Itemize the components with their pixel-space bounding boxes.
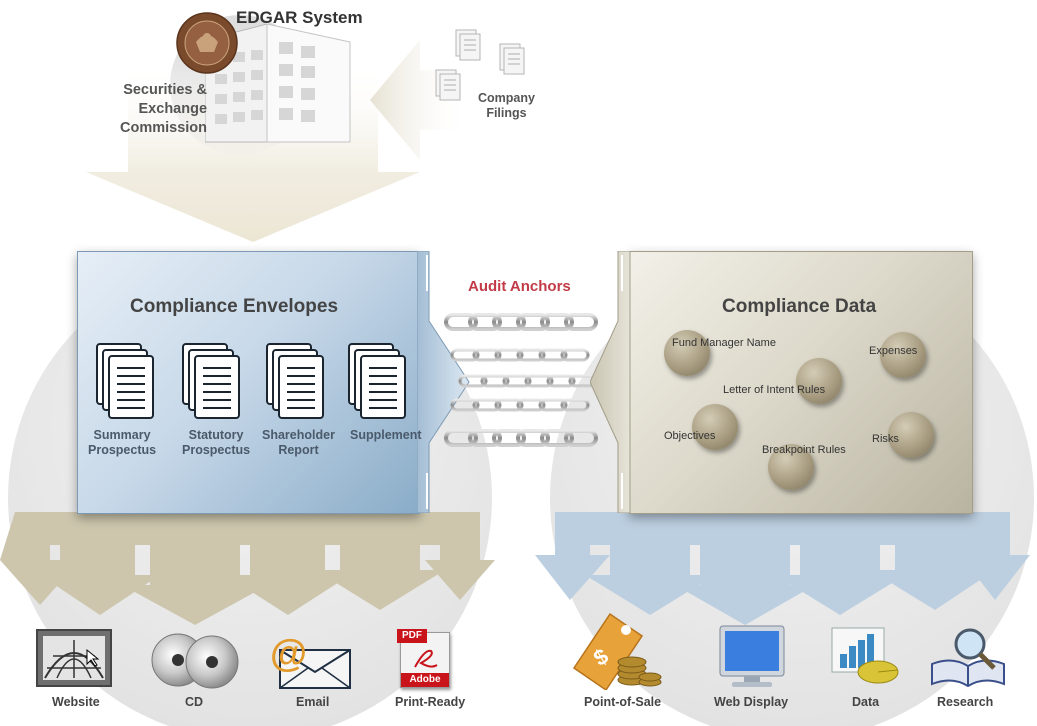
sec-label-line2: Exchange (138, 101, 208, 117)
sec-seal-icon (176, 12, 238, 74)
data-label-fund-manager: Fund Manager Name (672, 337, 776, 349)
adobe-label: Adobe (401, 673, 449, 687)
doc-label-shareholder: Shareholder Report (262, 428, 335, 458)
email-icon: @ (270, 633, 351, 689)
chain-icon (444, 313, 598, 447)
sec-label: Securities & Exchange Commission (120, 81, 207, 138)
chain-row-3 (458, 374, 598, 388)
chain-row-4 (450, 398, 590, 412)
svg-text:@: @ (270, 633, 307, 675)
doc-label-supplement-line1: Supplement (350, 428, 422, 442)
data-panel-notch (590, 251, 631, 513)
left-distribution-arrows (0, 512, 495, 625)
doc-label-statutory-line1: Statutory (188, 428, 244, 442)
doc-label-statutory-line2: Prospectus (182, 443, 251, 457)
filings-label-line1: Company (478, 91, 535, 105)
chart-icon (831, 627, 899, 684)
data-label-objectives: Objectives (664, 430, 716, 442)
company-filings-icon (435, 29, 525, 101)
data-label-expenses: Expenses (869, 345, 918, 357)
audit-anchor-chains (444, 313, 598, 447)
data-label-risks: Risks (872, 433, 899, 445)
doc-label-statutory: Statutory Prospectus (182, 428, 250, 458)
data-node-objectives (692, 404, 738, 450)
doc-label-summary: Summary Prospectus (88, 428, 156, 458)
data-label-breakpoint: Breakpoint Rules (762, 444, 846, 456)
envelopes-arrow-tip (417, 251, 470, 513)
shareholder-report-doc-icon (266, 343, 324, 419)
output-label-email: Email (296, 695, 330, 709)
edgar-title: EDGAR System (236, 8, 363, 27)
supplement-doc-icon (348, 343, 406, 419)
monitor-icon (719, 625, 785, 687)
chain-row-1 (444, 313, 598, 331)
summary-prospectus-doc-icon (96, 343, 154, 419)
audit-anchors-title: Audit Anchors (468, 278, 571, 295)
filings-label: Company Filings (478, 91, 535, 121)
doc-label-summary-line2: Prospectus (88, 443, 157, 457)
data-label-letter-of-intent: Letter of Intent Rules (723, 384, 826, 396)
doc-label-summary-line1: Summary (93, 428, 151, 442)
right-distribution-arrows (535, 512, 1030, 625)
sec-label-line3: Commission (120, 120, 208, 136)
filings-label-line2: Filings (486, 106, 527, 120)
compliance-data-title: Compliance Data (722, 296, 877, 317)
data-node-expenses (880, 332, 926, 378)
output-label-print-ready: Print-Ready (395, 695, 466, 709)
chain-row-2 (450, 348, 590, 362)
output-label-research: Research (937, 695, 994, 709)
price-tag-coins-icon: $ (572, 612, 662, 690)
output-label-point-of-sale: Point-of-Sale (584, 695, 662, 709)
sec-label-line1: Securities & (123, 82, 208, 98)
globe-window-icon (36, 629, 112, 687)
book-magnifier-icon (931, 628, 1005, 688)
cd-icon (151, 633, 239, 689)
chain-row-5 (444, 429, 598, 447)
doc-label-shareholder-line1: Shareholder (262, 428, 335, 442)
output-label-cd: CD (185, 695, 204, 709)
envelope-docs-icons (96, 343, 406, 419)
acrobat-icon (414, 649, 438, 668)
envelopes-title: Compliance Envelopes (130, 296, 339, 317)
output-label-web-display: Web Display (714, 695, 789, 709)
pdf-icon: PDF Adobe (397, 629, 450, 688)
doc-label-shareholder-line2: Report (278, 443, 319, 457)
statutory-prospectus-doc-icon (182, 343, 240, 419)
output-label-data: Data (852, 695, 880, 709)
data-node-risks (888, 412, 934, 458)
pdf-badge: PDF (397, 629, 427, 643)
data-node-letter-of-intent (796, 358, 842, 404)
doc-label-supplement: Supplement (350, 428, 422, 443)
data-node-breakpoint (768, 444, 814, 490)
data-node-fund-manager (664, 330, 710, 376)
output-label-website: Website (52, 695, 100, 709)
